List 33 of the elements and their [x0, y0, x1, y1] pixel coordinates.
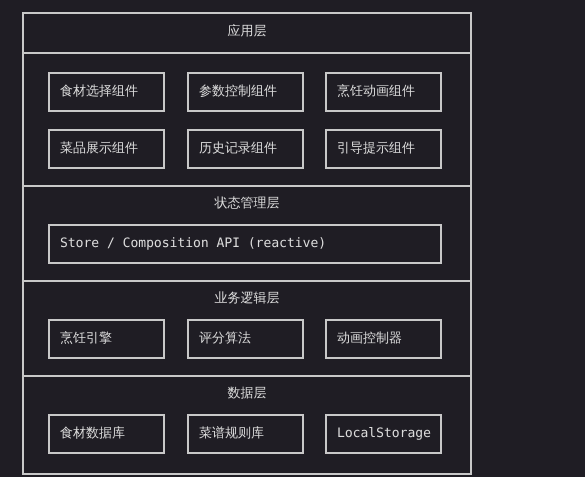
component-label: 食材数据库	[60, 426, 125, 442]
component-box	[187, 414, 304, 454]
component-box	[48, 129, 165, 169]
layer-title: 数据层	[226, 386, 268, 402]
component-label: 食材选择组件	[60, 84, 138, 100]
component-box	[325, 129, 442, 169]
component-box	[48, 72, 165, 112]
component-box	[187, 129, 304, 169]
component-label: 菜品展示组件	[60, 141, 138, 157]
component-label: 引导提示组件	[337, 141, 415, 157]
component-label: 历史记录组件	[199, 141, 277, 157]
component-box	[48, 414, 165, 454]
component-box	[187, 319, 304, 359]
component-box	[187, 72, 304, 112]
component-label: 评分算法	[199, 331, 251, 347]
component-label: 烹饪引擎	[60, 331, 112, 347]
component-box	[325, 414, 442, 454]
component-box	[48, 319, 165, 359]
layer-title: 状态管理层	[213, 196, 280, 212]
layer-title: 业务逻辑层	[214, 291, 280, 307]
layer-panel	[22, 280, 472, 375]
layer-panel	[22, 185, 472, 280]
component-label: Store / Composition API (reactive)	[60, 236, 326, 252]
component-label: LocalStorage	[337, 426, 431, 442]
component-box	[325, 72, 442, 112]
component-label: 菜谱规则库	[199, 426, 264, 442]
layer-panel	[22, 12, 472, 185]
component-box	[48, 224, 442, 264]
component-box	[325, 319, 442, 359]
layer-title: 应用层	[226, 24, 268, 40]
component-label: 烹饪动画组件	[337, 84, 415, 100]
component-label: 参数控制组件	[199, 84, 277, 100]
component-label: 动画控制器	[337, 331, 402, 347]
